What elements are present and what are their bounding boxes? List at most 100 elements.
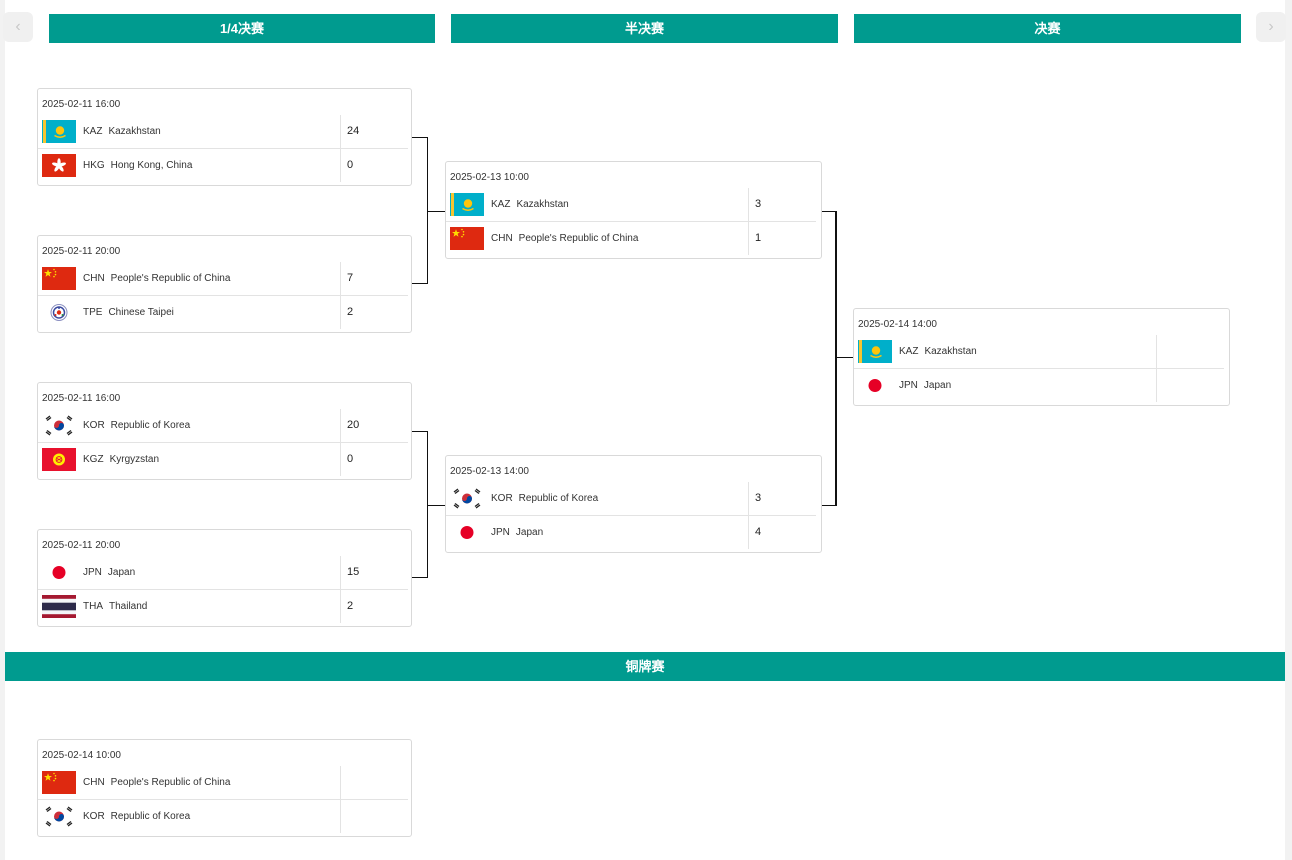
bracket-connector — [427, 505, 445, 506]
score-divider — [1156, 369, 1157, 402]
score-divider — [340, 800, 341, 833]
round-header-bronze: 铜牌赛 — [5, 652, 1285, 681]
team-name: Hong Kong, China — [110, 160, 193, 171]
team-code: KOR — [83, 811, 105, 822]
match-date: 2025-02-11 16:00 — [42, 99, 121, 110]
match-date: 2025-02-14 14:00 — [858, 319, 937, 330]
round-header-quarterfinal: 1/4决赛 — [49, 14, 435, 43]
score-divider — [340, 262, 341, 295]
team-code: THA — [83, 601, 103, 612]
korea-flag-icon — [42, 805, 76, 828]
korea-flag-icon — [450, 487, 484, 510]
hong-kong-flag-icon — [42, 154, 76, 177]
team-score: 3 — [755, 198, 762, 210]
match-card-qf2[interactable]: 2025-02-11 20:00 CHN People's Republic of… — [37, 235, 412, 333]
team-name: People's Republic of China — [518, 233, 639, 244]
chevron-right-icon: › — [1268, 18, 1274, 35]
chinese-taipei-flag-icon — [42, 301, 76, 324]
team-name: Chinese Taipei — [108, 307, 174, 318]
team-code: KAZ — [83, 126, 103, 137]
team-row[interactable]: HKG Hong Kong, China 0 — [38, 149, 411, 182]
bracket-connector — [412, 137, 427, 138]
bracket-connector — [821, 211, 836, 212]
team-score: 0 — [347, 159, 354, 171]
team-code: TPE — [83, 307, 103, 318]
team-score: 20 — [347, 419, 360, 431]
team-name: People's Republic of China — [110, 273, 231, 284]
team-name: Kyrgyzstan — [109, 454, 160, 465]
match-date: 2025-02-11 16:00 — [42, 393, 121, 404]
team-score: 2 — [347, 600, 354, 612]
team-name: Republic of Korea — [110, 420, 191, 431]
match-date: 2025-02-13 10:00 — [450, 172, 529, 183]
team-row[interactable]: KOR Republic of Korea 20 — [38, 409, 408, 443]
prev-arrow-button[interactable]: ‹ — [3, 12, 33, 42]
match-date: 2025-02-13 14:00 — [450, 466, 529, 477]
match-card-qf3[interactable]: 2025-02-11 16:00 KOR Republic of Korea 20… — [37, 382, 412, 480]
team-code: CHN — [83, 273, 105, 284]
bracket-connector — [835, 357, 854, 358]
kazakhstan-flag-icon — [450, 193, 484, 216]
score-divider — [340, 296, 341, 329]
team-code: KAZ — [899, 346, 919, 357]
match-date: 2025-02-14 10:00 — [42, 750, 121, 761]
score-divider — [340, 766, 341, 799]
bracket-connector — [427, 211, 445, 212]
bracket-connector — [821, 505, 836, 506]
team-code: KGZ — [83, 454, 104, 465]
team-score: 1 — [755, 232, 762, 244]
team-code: KAZ — [491, 199, 511, 210]
team-code: KOR — [83, 420, 105, 431]
china-flag-icon — [42, 771, 76, 794]
japan-flag-icon — [858, 374, 892, 397]
score-divider — [748, 188, 749, 221]
bracket-connector — [412, 577, 427, 578]
team-row[interactable]: KAZ Kazakhstan — [854, 335, 1224, 369]
bracket-connector — [835, 211, 837, 506]
team-code: HKG — [83, 160, 105, 171]
round-header-semifinal: 半决赛 — [451, 14, 838, 43]
score-divider — [340, 149, 341, 182]
kazakhstan-flag-icon — [858, 340, 892, 363]
match-date: 2025-02-11 20:00 — [42, 246, 121, 257]
bracket-connector — [427, 137, 428, 284]
team-score: 7 — [347, 272, 354, 284]
korea-flag-icon — [42, 414, 76, 437]
score-divider — [748, 482, 749, 515]
team-row[interactable]: KOR Republic of Korea — [38, 800, 411, 833]
score-divider — [748, 222, 749, 255]
team-row[interactable]: CHN People's Republic of China 7 — [38, 262, 408, 296]
thailand-flag-icon — [42, 595, 76, 618]
china-flag-icon — [42, 267, 76, 290]
bracket-connector — [412, 431, 427, 432]
next-arrow-button[interactable]: › — [1256, 12, 1286, 42]
team-name: Kazakhstan — [924, 346, 977, 357]
team-code: KOR — [491, 493, 513, 504]
team-name: People's Republic of China — [110, 777, 231, 788]
score-divider — [340, 115, 341, 148]
kyrgyzstan-flag-icon — [42, 448, 76, 471]
team-code: JPN — [491, 527, 510, 538]
team-name: Republic of Korea — [518, 493, 599, 504]
score-divider — [340, 409, 341, 442]
team-name: Japan — [923, 380, 952, 391]
team-name: Republic of Korea — [110, 811, 191, 822]
match-date: 2025-02-11 20:00 — [42, 540, 121, 551]
